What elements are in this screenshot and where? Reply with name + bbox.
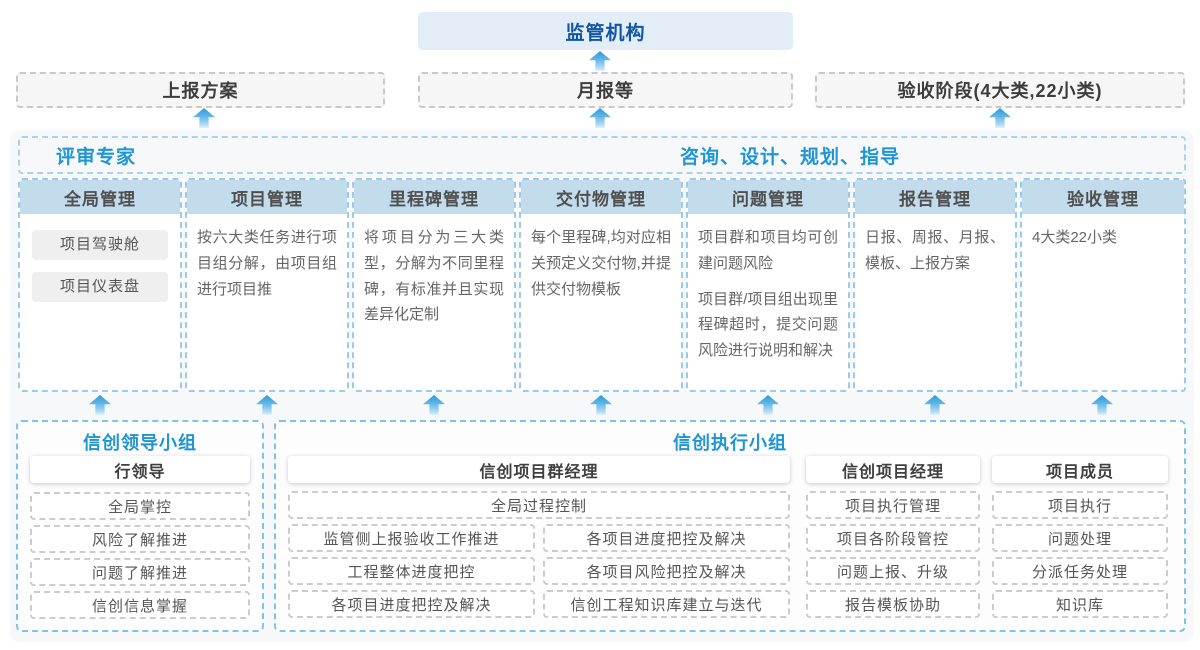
member-item: 项目执行 [992,491,1168,519]
project-manager-section: 信创项目经理 项目执行管理 项目各阶段管控 问题上报、升级 报告模板协助 [806,456,980,623]
up-arrow-icon [757,395,779,415]
up-arrow-icon [193,108,215,128]
output-box-monthly-report: 月报等 [418,72,793,108]
column-header: 项目管理 [187,180,347,214]
column-acceptance-mgmt: 验收管理 4大类22小类 [1020,178,1186,392]
pgm-item: 各项目进度把控及解决 [288,590,535,618]
pgm-item: 各项目风险把控及解决 [543,557,790,585]
member-item: 问题处理 [992,524,1168,552]
up-arrow-icon [1091,395,1113,415]
up-arrow-icon [89,395,111,415]
up-arrow-icon [924,395,946,415]
leader-item: 全局掌控 [30,492,250,520]
pgm-item: 监管侧上报验收工作推进 [288,524,535,552]
column-project-mgmt: 项目管理 按六大类任务进行项目组分解，由项目组进行项目推 [185,178,349,392]
up-arrow-icon [256,395,278,415]
column-milestone-mgmt: 里程碑管理 将项目分为三大类型，分解为不同里程碑，有标准并且实现差异化定制 [352,178,516,392]
column-header: 报告管理 [855,180,1015,214]
column-text: 日报、周报、月报、模板、上报方案 [865,229,1005,272]
column-report-mgmt: 报告管理 日报、周报、月报、模板、上报方案 [853,178,1017,392]
consulting-title: 咨询、设计、规划、指导 [680,146,901,168]
leader-item: 信创信息掌握 [30,591,250,619]
leader-item: 问题了解推进 [30,558,250,586]
column-header: 里程碑管理 [354,180,514,214]
column-global-mgmt: 全局管理 项目驾驶舱 项目仪表盘 [18,178,182,392]
column-header: 全局管理 [20,180,180,214]
column-text: 按六大类任务进行项目组分解，由项目组进行项目推 [197,229,337,298]
column-text: 项目群/项目组出现里程碑超时，提交问题风险进行说明和解决 [698,290,838,360]
column-text: 每个里程碑,均对应相关预定义交付物,并提供交付物模板 [531,229,671,298]
column-deliverable-mgmt: 交付物管理 每个里程碑,均对应相关预定义交付物,并提供交付物模板 [519,178,683,392]
member-item: 分派任务处理 [992,557,1168,585]
regulator-box: 监管机构 [418,12,793,50]
column-text: 项目群和项目均可创建问题风险 [698,229,838,272]
exec-group: 信创执行小组 信创项目群经理 全局过程控制 监管侧上报验收工作推进 各项目进度把… [274,420,1186,632]
exec-group-title: 信创执行小组 [673,433,787,453]
pm-item: 报告模板协助 [806,590,980,618]
up-arrow-icon [589,51,611,71]
output-box-acceptance-phase: 验收阶段(4大类,22小类) [815,72,1185,108]
member-item: 知识库 [992,590,1168,618]
column-text: 4大类22小类 [1032,229,1118,246]
role-project-member: 项目成员 [992,456,1168,483]
experts-strip: 评审专家 咨询、设计、规划、指导 [18,136,1186,174]
role-program-manager: 信创项目群经理 [288,456,790,483]
up-arrow-icon [423,395,445,415]
role-bank-leader: 行领导 [30,456,250,483]
pgm-item: 信创工程知识库建立与迭代 [543,590,790,618]
member-section: 项目成员 项目执行 问题处理 分派任务处理 知识库 [992,456,1168,623]
experts-title: 评审专家 [56,146,137,168]
leader-group-title: 信创领导小组 [83,433,197,453]
program-manager-section: 信创项目群经理 全局过程控制 监管侧上报验收工作推进 各项目进度把控及解决 工程… [288,456,790,618]
pgm-item: 工程整体进度把控 [288,557,535,585]
up-arrow-icon [590,395,612,415]
column-issue-mgmt: 问题管理 项目群和项目均可创建问题风险 项目群/项目组出现里程碑超时，提交问题风… [686,178,850,392]
role-project-manager: 信创项目经理 [806,456,980,483]
leader-group: 信创领导小组 行领导 全局掌控 风险了解推进 问题了解推进 信创信息掌握 [16,420,264,632]
column-header: 验收管理 [1022,180,1184,214]
pm-item: 项目执行管理 [806,491,980,519]
pgm-item: 各项目进度把控及解决 [543,524,790,552]
pgm-item: 全局过程控制 [288,491,790,519]
output-box-report-plan: 上报方案 [16,72,385,108]
pm-item: 问题上报、升级 [806,557,980,585]
column-header: 交付物管理 [521,180,681,214]
management-panel: 评审专家 咨询、设计、规划、指导 全局管理 项目驾驶舱 项目仪表盘 项目管理 按… [10,130,1194,642]
up-arrow-icon [589,108,611,128]
column-header: 问题管理 [688,180,848,214]
column-text: 将项目分为三大类型，分解为不同里程碑，有标准并且实现差异化定制 [364,229,504,324]
pill-project-cockpit: 项目驾驶舱 [32,230,168,260]
up-arrow-icon [989,108,1011,128]
pm-item: 项目各阶段管控 [806,524,980,552]
pill-project-dashboard: 项目仪表盘 [32,272,168,302]
leader-item: 风险了解推进 [30,525,250,553]
